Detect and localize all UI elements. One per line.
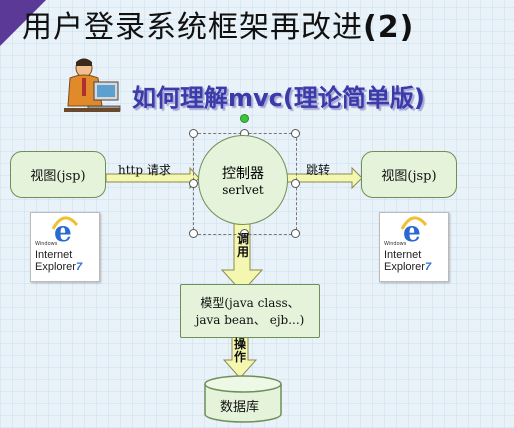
edge-label-operate: 操作: [233, 337, 246, 364]
model-label-line2: java bean、 ejb...): [195, 313, 305, 327]
title-text: 用户登录系统框架再改进: [22, 10, 363, 45]
resize-handle-bottom-left[interactable]: [189, 229, 198, 238]
resize-handle-bottom-right[interactable]: [291, 229, 300, 238]
title-number: (2): [363, 10, 415, 45]
corner-decoration: [0, 0, 46, 46]
model-label-line1: 模型(java class、: [200, 296, 300, 310]
arrow-operate: [222, 335, 258, 379]
ie-line2-text: Explorer: [35, 261, 76, 273]
controller-sublabel: serlvet: [222, 183, 264, 197]
ie-logo-left: e Windows Internet Explorer7: [30, 212, 100, 282]
arrow-call: [220, 222, 264, 293]
view-right-label: 视图(jsp): [381, 169, 437, 184]
ie-windows-text: Windows: [384, 241, 407, 247]
ie-line2-text: Explorer: [384, 261, 425, 273]
resize-handle-bottom[interactable]: [240, 229, 249, 238]
internet-explorer-icon: e: [400, 215, 428, 245]
controller-node[interactable]: 控制器 serlvet: [198, 135, 288, 225]
edge-label-forward: 跳转: [306, 163, 331, 177]
edge-label-http-request: http 请求: [118, 163, 171, 177]
slide-title: 用户登录系统框架再改进(2): [22, 2, 414, 46]
edge-label-call: 调用: [236, 232, 249, 259]
database-cylinder: [204, 375, 282, 423]
ie-logo-right: e Windows Internet Explorer7: [379, 212, 449, 282]
svg-text:e: e: [54, 215, 72, 245]
slide-subtitle: 如何理解mvc(理论简单版): [132, 84, 425, 112]
view-node-right: 视图(jsp): [361, 151, 457, 198]
model-node: 模型(java class、 java bean、 ejb...): [180, 284, 320, 338]
svg-text:e: e: [403, 215, 421, 245]
view-node-left: 视图(jsp): [10, 151, 106, 198]
person-at-computer-icon: [64, 58, 121, 112]
resize-handle-top-right[interactable]: [291, 129, 300, 138]
ie-version: 7: [424, 261, 432, 273]
database-label: 数据库: [220, 400, 260, 415]
resize-handle-left[interactable]: [189, 179, 198, 188]
ie-windows-text: Windows: [35, 241, 58, 247]
ie-version: 7: [75, 261, 83, 273]
ie-line1: Internet: [35, 249, 73, 261]
ie-line2: Explorer7: [35, 261, 82, 273]
ie-line2: Explorer7: [384, 261, 431, 273]
resize-handle-right[interactable]: [291, 179, 300, 188]
controller-label: 控制器: [222, 166, 264, 182]
internet-explorer-icon: e: [51, 215, 79, 245]
rotation-handle[interactable]: [240, 114, 249, 123]
view-left-label: 视图(jsp): [30, 169, 86, 184]
resize-handle-top-left[interactable]: [189, 129, 198, 138]
ie-line1: Internet: [384, 249, 422, 261]
